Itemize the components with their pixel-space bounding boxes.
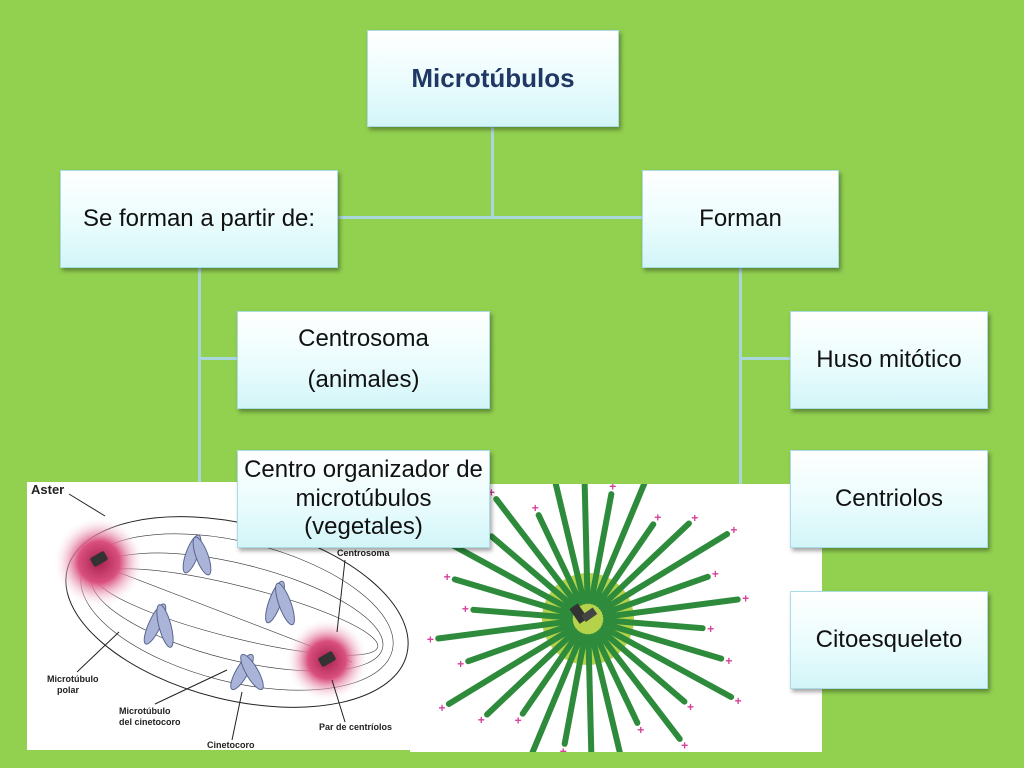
plus-end-marker: + [515,713,522,727]
plus-end-marker: + [681,738,688,752]
microtubule-ray [602,621,725,662]
plus-end-marker: + [691,511,698,525]
microtubule-ray [581,484,591,605]
node-centriolos: Centriolos [790,450,988,548]
microtubule-ray [488,533,578,611]
plus-end-marker: + [609,484,616,493]
branch-se-forman: Se forman a partir de: [60,170,338,268]
connector-root-vertical [491,127,494,219]
connector-left-child-1 [198,357,238,360]
microtubule-ray [519,630,581,717]
microtubule-ray [465,621,575,665]
chromosomes [143,534,295,691]
microtubule-ray [529,632,585,752]
plus-end-marker: + [462,602,469,616]
microtubule-ray [602,596,741,620]
branch-forman: Forman [642,170,839,268]
microtubule-ray [591,484,648,606]
plus-end-marker: + [478,713,485,727]
plus-end-marker: + [742,591,749,605]
plus-end-marker: + [427,633,434,647]
plus-end-marker: + [439,701,446,715]
microtubule-ray [441,538,576,614]
node-centro-organizador: Centro organizador de microtúbulos (vege… [237,450,490,548]
microtubule-ray [601,573,711,617]
plus-end-marker: + [725,654,732,668]
connector-right-vertical [739,268,742,640]
microtubule-ray [598,520,692,610]
microtubule-ray [535,512,584,606]
microtubule-ray [470,606,574,621]
root-node-microtubulos: Microtúbulos [367,30,619,127]
microtubule-ray [445,625,576,707]
label-cinetocoro: Cinetocoro [207,740,255,750]
right-centriole-pair [318,651,336,667]
plus-end-marker: + [654,511,661,525]
node-centrosoma: Centrosoma (animales) [237,311,490,409]
plus-end-marker: + [637,723,644,737]
plus-end-marker: + [560,745,567,752]
microtubule-ray [493,496,581,608]
microtubule-ray [484,628,578,718]
plus-end-marker: + [707,622,714,636]
plus-end-marker: + [712,567,719,581]
left-centriole-pair [90,551,108,567]
microtubule-ray [595,521,657,608]
microtubule-ray [598,627,688,705]
plus-end-marker: + [735,694,742,708]
centriole-pair [569,603,598,624]
node-huso-mitotico: Huso mitótico [790,311,988,409]
plus-end-marker: + [488,486,495,500]
microtubule-ray [585,633,595,752]
microtubule-ray [552,484,587,605]
label-aster: Aster [31,482,64,497]
connector-left-vertical [198,268,201,498]
node-citoesqueleto: Citoesqueleto [790,591,988,689]
plus-end-marker: + [730,523,737,537]
microtubule-ray [588,491,615,605]
label-par-centriolos: Par de centríolos [319,722,392,732]
microtubule-ray [602,617,706,632]
microtubule-ray [595,630,683,742]
microtubule-ray [561,633,588,747]
connector-right-child-1 [739,357,791,360]
microtubule-ray [592,632,641,726]
connector-horizontal [337,216,642,219]
microtubule-ray [435,618,574,642]
plus-end-marker: + [532,501,539,515]
microtubule-ray [600,531,731,613]
microtubule-ray [451,576,574,617]
plus-end-marker: + [444,570,451,584]
label-centrosoma: Centrosoma [337,548,391,558]
microtubule-ray [600,624,735,700]
label-pointers [68,493,346,741]
plus-end-marker: + [687,700,694,714]
microtubule-rays: ++++++++++++++++++++++++++++++ [427,484,749,752]
microtubule-ray [589,633,623,752]
plus-end-marker: + [457,657,464,671]
node-centrosoma-text: Centrosoma (animales) [298,325,429,393]
